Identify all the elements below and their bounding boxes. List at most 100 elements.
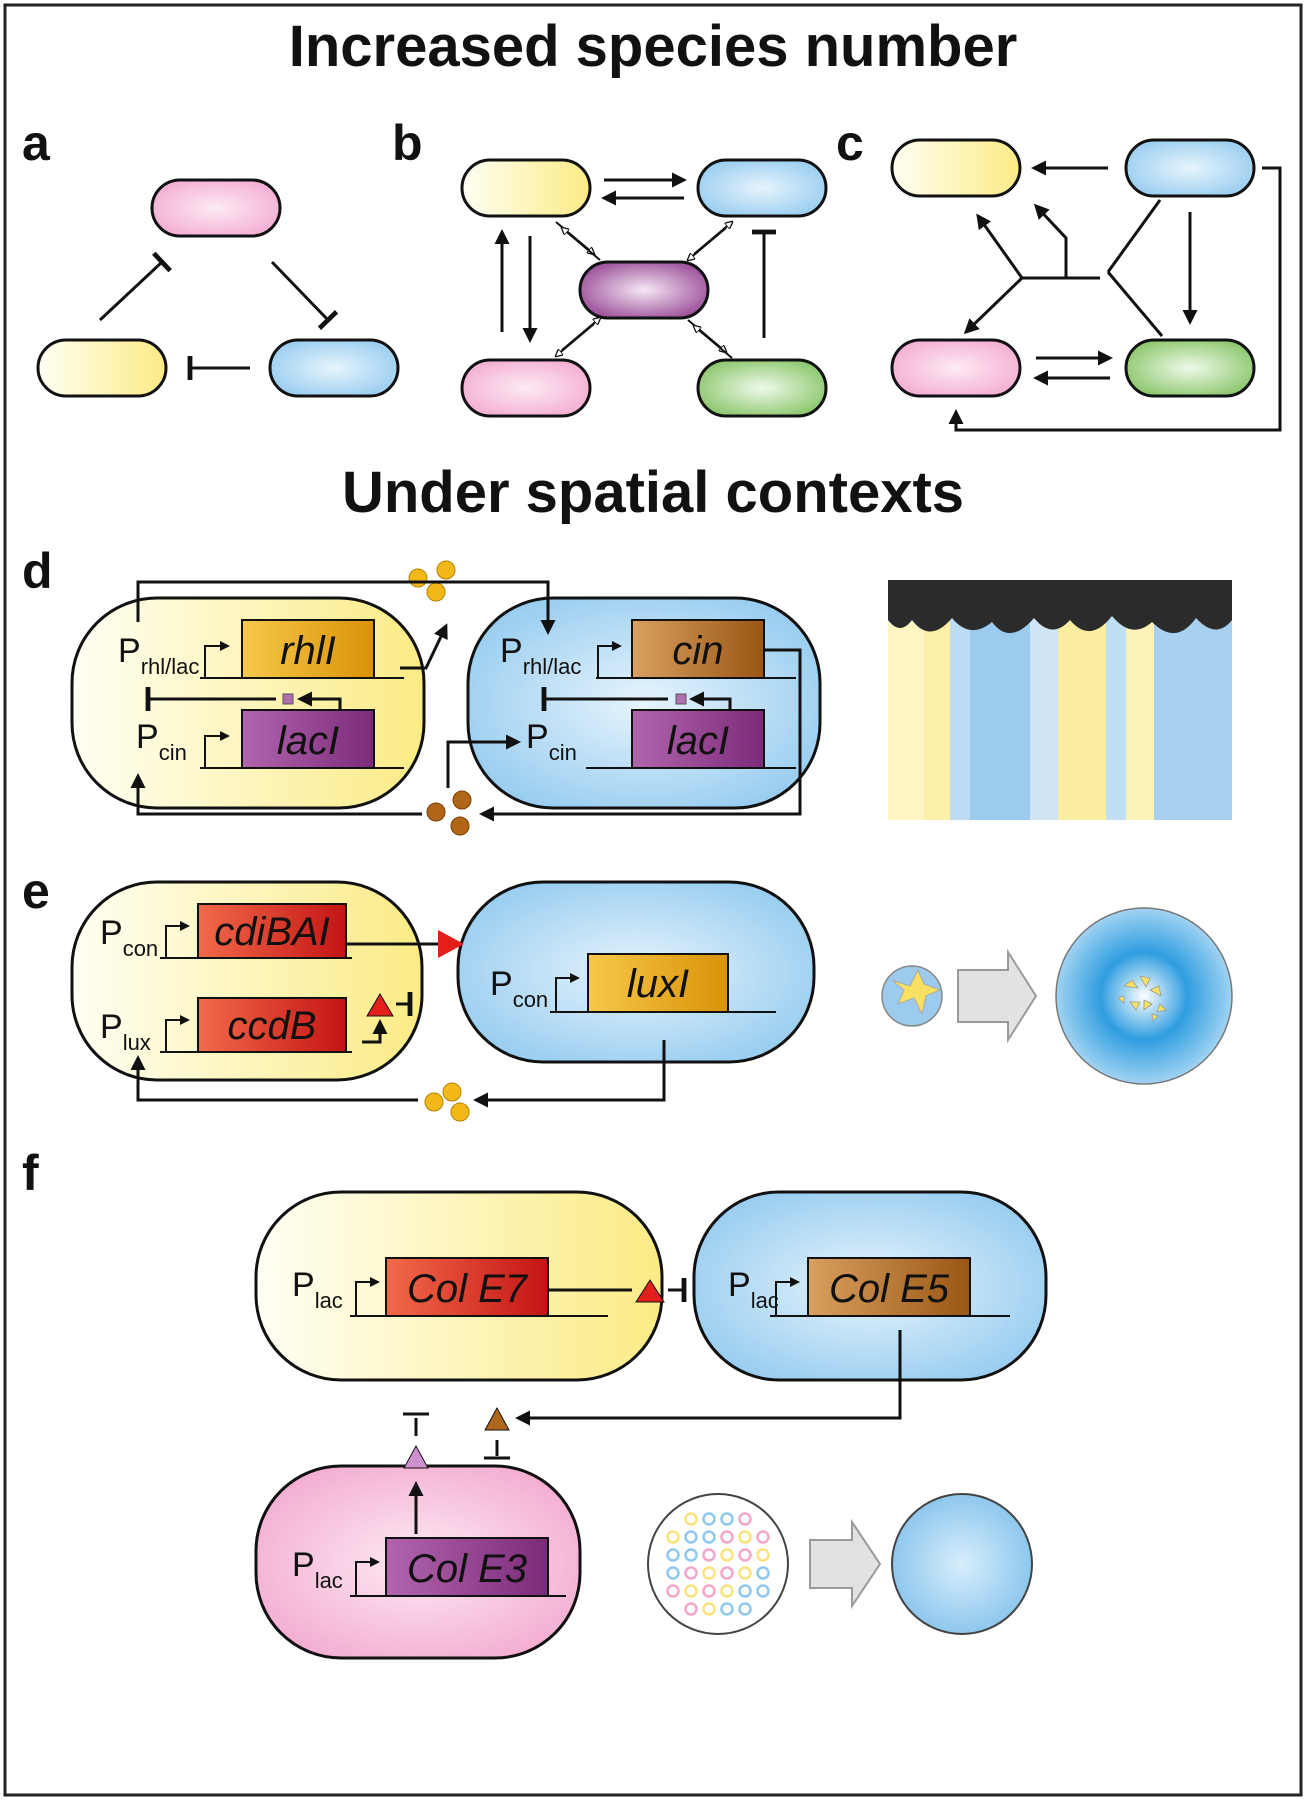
plate-dot bbox=[720, 1602, 734, 1616]
plate-dot bbox=[720, 1566, 734, 1580]
plate-dot bbox=[702, 1548, 716, 1562]
panel-label-a: a bbox=[22, 115, 51, 171]
b-yellow-cell bbox=[460, 158, 592, 218]
e-transition-arrow bbox=[957, 948, 1038, 1044]
plate-dot bbox=[666, 1548, 680, 1562]
title-increased-species: Increased species number bbox=[289, 14, 1018, 79]
d-prom-rhllac-blue: Prhl/lac bbox=[500, 632, 581, 679]
plate-dot bbox=[756, 1530, 770, 1544]
plate-dot bbox=[756, 1584, 770, 1598]
panel-b bbox=[460, 158, 828, 418]
plate-dot bbox=[684, 1584, 698, 1598]
plate-dot bbox=[738, 1512, 752, 1526]
e-gene-luxi-label: luxI bbox=[627, 962, 689, 1006]
d-gene-laci-blue bbox=[631, 709, 765, 769]
plate-dot bbox=[702, 1584, 716, 1598]
d-gene-rhli bbox=[241, 619, 375, 679]
b-pink-cell bbox=[460, 358, 592, 418]
panel-label-f: f bbox=[22, 1145, 39, 1201]
plate-dot bbox=[720, 1584, 734, 1598]
plate-dot bbox=[666, 1530, 680, 1544]
panel-e: cdiBAI ccdB Pcon Plux luxI Pcon bbox=[70, 880, 1233, 1122]
panel-d: rhlI lacI Prhl/lac Pcin cin lacI Prhl/la… bbox=[70, 560, 1232, 836]
plate-dot bbox=[702, 1566, 716, 1580]
plate-dot bbox=[702, 1530, 716, 1544]
e-gene-ccdb bbox=[197, 997, 347, 1053]
plate-dot bbox=[684, 1566, 698, 1580]
f-gene-cole5-label: Col E5 bbox=[829, 1267, 950, 1311]
c-green-cell bbox=[1124, 338, 1256, 398]
f-dot-grid bbox=[666, 1512, 770, 1616]
d-microscopy-image bbox=[888, 580, 1232, 820]
plate-dot bbox=[720, 1512, 734, 1526]
e-colony-illustration bbox=[881, 907, 1233, 1085]
panel-label-e: e bbox=[22, 863, 50, 919]
b-green-cell bbox=[696, 358, 828, 418]
d-prom-rhllac-yellow: Prhl/lac bbox=[118, 632, 199, 679]
e-gene-luxi bbox=[587, 953, 729, 1013]
f-transition-arrow bbox=[809, 1518, 882, 1610]
d-gene-laci-yellow bbox=[241, 709, 375, 769]
d-arrow-cin-out bbox=[479, 648, 802, 822]
a-pink-inhibits-blue bbox=[270, 260, 339, 331]
e-ahl-lux-molecules bbox=[424, 1082, 470, 1122]
plate-dot bbox=[666, 1584, 680, 1598]
d-gene-rhli-label: rhlI bbox=[280, 629, 336, 673]
a-yellow-cell bbox=[36, 338, 168, 398]
plate-dot bbox=[684, 1530, 698, 1544]
plate-dot bbox=[684, 1512, 698, 1526]
d-prom-cin-blue: Pcin bbox=[526, 718, 577, 765]
d-ahl-cin-molecules bbox=[426, 790, 472, 836]
plate-dot bbox=[702, 1602, 716, 1616]
title-spatial-contexts: Under spatial contexts bbox=[342, 460, 964, 525]
plate-dot bbox=[738, 1566, 752, 1580]
f-prom-lac-blue: Plac bbox=[728, 1266, 779, 1313]
f-plate-result bbox=[891, 1493, 1033, 1635]
a-blue-cell bbox=[268, 338, 400, 398]
plate-dot bbox=[738, 1548, 752, 1562]
d-iptg-blue bbox=[675, 693, 687, 705]
e-gene-cdibai-label: cdiBAI bbox=[214, 910, 330, 954]
f-prom-lac-pink: Plac bbox=[292, 1546, 343, 1593]
c-blue-cell bbox=[1124, 138, 1256, 198]
panel-label-d: d bbox=[22, 543, 53, 599]
figure-border bbox=[3, 3, 1303, 1797]
a-yellow-inhibits-pink bbox=[98, 251, 172, 322]
e-toxin-triangle bbox=[438, 930, 464, 958]
f-plate-illustration bbox=[647, 1493, 1033, 1635]
d-gene-laci-blue-label: lacI bbox=[667, 719, 729, 763]
plate-dot bbox=[738, 1602, 752, 1616]
b-blue-cell bbox=[696, 158, 828, 218]
d-prom-cin-yellow: Pcin bbox=[136, 718, 187, 765]
e-colony-result bbox=[1055, 907, 1233, 1085]
plate-dot bbox=[702, 1512, 716, 1526]
f-prom-lac-yellow: Plac bbox=[292, 1266, 343, 1313]
plate-dot bbox=[756, 1548, 770, 1562]
e-gene-ccdb-label: ccdB bbox=[228, 1004, 317, 1048]
e-prom-con-blue: Pcon bbox=[490, 965, 548, 1012]
plate-dot bbox=[738, 1584, 752, 1598]
e-prom-con-yellow: Pcon bbox=[100, 914, 158, 961]
a-pink-cell bbox=[150, 178, 282, 238]
b-purple-cell bbox=[578, 260, 710, 320]
f-gene-cole7-label: Col E7 bbox=[407, 1267, 529, 1311]
plate-dot bbox=[720, 1548, 734, 1562]
plate-dot bbox=[756, 1566, 770, 1580]
plate-dot bbox=[720, 1530, 734, 1544]
panel-label-b: b bbox=[392, 115, 423, 171]
c-pink-cell bbox=[890, 338, 1022, 398]
panel-label-c: c bbox=[836, 115, 864, 171]
panel-a bbox=[36, 178, 400, 398]
plate-dot bbox=[684, 1602, 698, 1616]
d-gene-cin-label: cin bbox=[672, 629, 723, 673]
f-gene-cole3-label: Col E3 bbox=[407, 1547, 527, 1591]
plate-dot bbox=[684, 1548, 698, 1562]
plate-dot bbox=[666, 1566, 680, 1580]
c-yellow-cell bbox=[890, 138, 1022, 198]
panel-f: Col E7 Plac Col E5 Plac Col E3 Plac bbox=[254, 1190, 1048, 1660]
panel-c bbox=[890, 138, 1282, 432]
d-arrow-rhl-to-blue bbox=[136, 580, 556, 635]
d-iptg-yellow bbox=[282, 693, 294, 705]
